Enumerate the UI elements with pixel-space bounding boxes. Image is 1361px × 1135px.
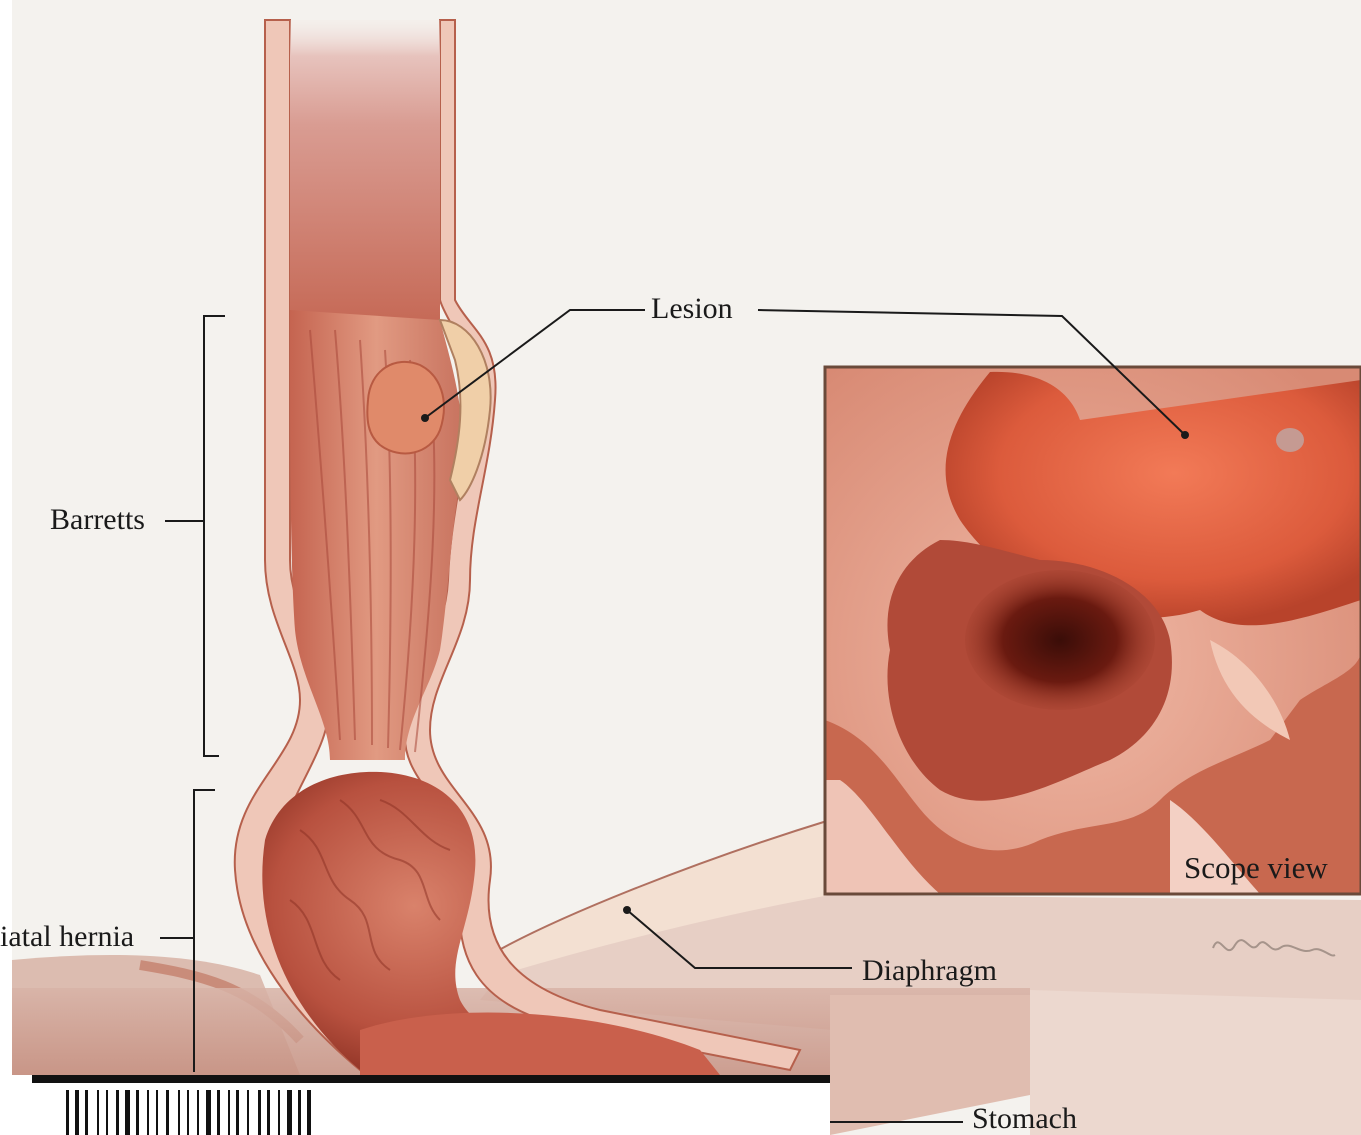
barretts-label: Barretts: [50, 505, 145, 535]
barcode-bar: [106, 1090, 108, 1135]
stomach-label: Stomach: [972, 1104, 1077, 1134]
barcode-bar: [258, 1090, 261, 1135]
barcode-sticker: [12, 1075, 830, 1135]
diaphragm-label: Diaphragm: [862, 956, 997, 986]
barcode-bar: [85, 1090, 88, 1135]
hiatal-hernia-label: iatal hernia: [0, 922, 134, 952]
barcode-bar: [228, 1090, 230, 1135]
page-edge: [0, 0, 12, 1135]
barcode-bar: [125, 1090, 130, 1135]
barcode-bar: [97, 1090, 99, 1135]
barcode-bar: [267, 1090, 270, 1135]
barcode-bar: [136, 1090, 139, 1135]
barcode-bar: [307, 1090, 311, 1135]
scope-view-label: Scope view: [1184, 852, 1328, 883]
barcode-bar: [206, 1090, 211, 1135]
barcode-bar: [166, 1090, 169, 1135]
barcode-bar: [197, 1090, 199, 1135]
barcode-bar: [287, 1090, 292, 1135]
barcode-bar: [298, 1090, 301, 1135]
barcode-bar: [236, 1090, 239, 1135]
diaphragm-pointer-dot: [623, 906, 631, 914]
lesion-pointer-dot: [421, 414, 429, 422]
barcode-bar: [278, 1090, 280, 1135]
barcode-bar: [156, 1090, 158, 1135]
barcode-bar: [187, 1090, 189, 1135]
barcode-bar: [217, 1090, 220, 1135]
barcode-bar: [178, 1090, 180, 1135]
barcode-bar: [147, 1090, 149, 1135]
barcode-bar: [66, 1090, 69, 1135]
barcode-bar: [75, 1090, 79, 1135]
lesion-label: Lesion: [651, 294, 733, 324]
barcode-bar: [247, 1090, 249, 1135]
scope-lesion-pointer-dot: [1181, 431, 1189, 439]
scope-view-inset: [825, 367, 1361, 894]
barcode-bar: [116, 1090, 119, 1135]
